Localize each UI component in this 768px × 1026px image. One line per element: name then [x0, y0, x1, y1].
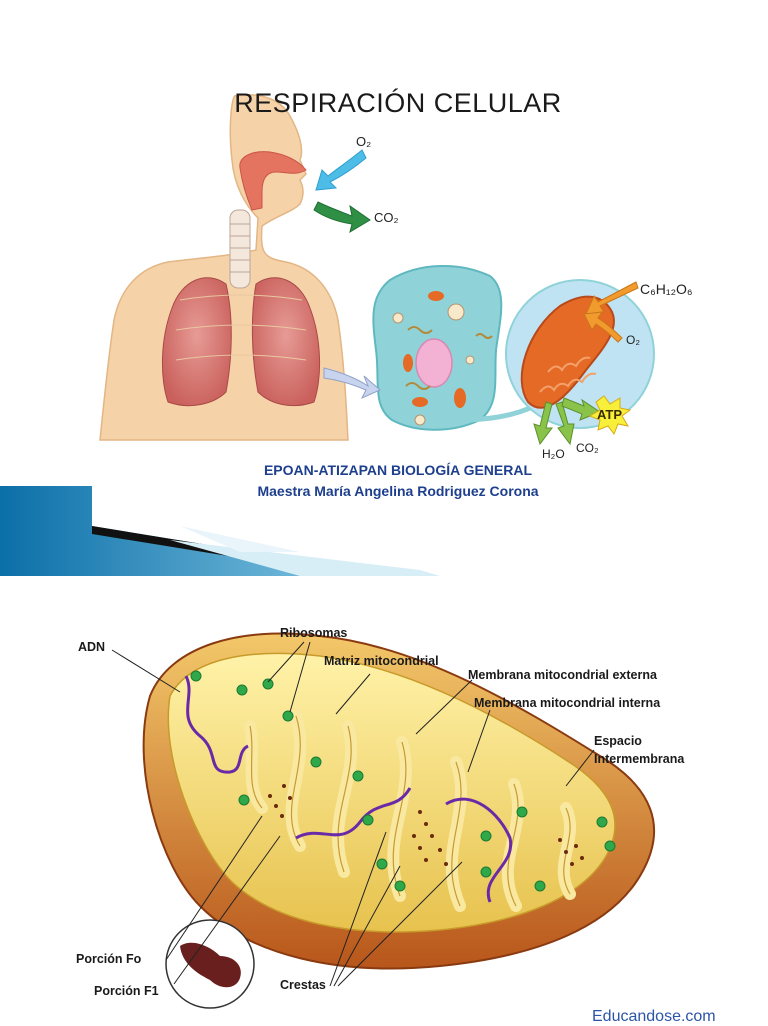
human-body: [99, 94, 349, 441]
mitochondria-zoom: [459, 279, 655, 446]
respiration-illustration: O₂ CO₂ C₆H₁₂O₆ O₂ ATP H₂O CO₂: [0, 94, 693, 576]
co2-mito-label: CO₂: [576, 441, 599, 455]
o2-in-arrow: [315, 149, 367, 191]
atp-label: ATP: [597, 407, 622, 422]
label-matriz-mitocondrial: Matriz mitocondrial: [324, 654, 439, 668]
label-crestas: Crestas: [280, 978, 326, 992]
label-adn: ADN: [78, 640, 106, 654]
cell: [372, 264, 503, 431]
co2-out-label: CO₂: [374, 210, 399, 225]
label-porcion-fo: Porción Fo: [76, 952, 142, 966]
ribosomes: [190, 670, 616, 892]
page-title: RESPIRACIÓN CELULAR: [234, 88, 562, 118]
co2-out-arrow: [313, 201, 371, 234]
label-membrana-externa: Membrana mitocondrial externa: [468, 668, 657, 682]
decorative-banner: [0, 486, 440, 576]
atp-synthase-inset: [165, 919, 255, 1009]
credit-teacher: Maestra María Angelina Rodriguez Corona: [257, 483, 539, 499]
slide-respiracion-celular: O₂ CO₂ C₆H₁₂O₆ O₂ ATP H₂O CO₂ RESPIRACIÓ…: [0, 88, 693, 576]
atp-synthase-dots: [268, 784, 584, 866]
credit-school: EPOAN-ATIZAPAN BIOLOGÍA GENERAL: [263, 462, 533, 478]
label-membrana-interna: Membrana mitocondrial interna: [474, 696, 661, 710]
label-intermembrana: Intermembrana: [594, 752, 685, 766]
leader-lines: [111, 641, 595, 987]
label-espacio: Espacio: [594, 734, 642, 748]
mitochondria-diagram: [111, 632, 656, 1009]
slide-mitocondria: ADN Ribosomas Matriz mitocondrial Membra…: [0, 576, 768, 1024]
body-to-cell-arrow: [323, 367, 381, 400]
o2-mito-label: O₂: [626, 333, 640, 347]
dna-strands: [184, 675, 513, 903]
label-porcion-f1: Porción F1: [94, 984, 159, 998]
glucose-label: C₆H₁₂O₆: [640, 281, 693, 297]
label-ribosomas: Ribosomas: [280, 626, 348, 640]
o2-in-label: O₂: [356, 134, 371, 149]
h2o-label: H₂O: [542, 447, 565, 461]
footer-watermark: Educandose.com: [592, 1008, 716, 1025]
